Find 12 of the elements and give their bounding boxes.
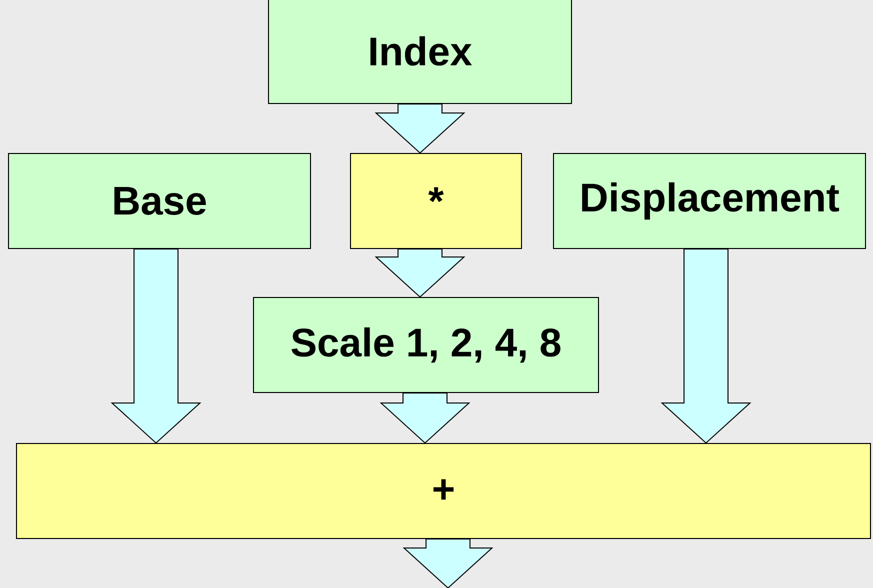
process-box: Displacement [553,153,866,249]
process-box: * [350,153,522,249]
block-arrow [110,248,202,444]
block-arrow [402,538,494,588]
block-arrow [380,392,470,444]
process-box: Base [8,153,311,249]
block-arrow [374,248,466,298]
process-box: + [16,443,871,539]
process-box: Index [268,0,572,104]
block-arrow [660,248,752,444]
block-arrow [374,104,466,154]
process-box: Scale 1, 2, 4, 8 [253,297,599,393]
